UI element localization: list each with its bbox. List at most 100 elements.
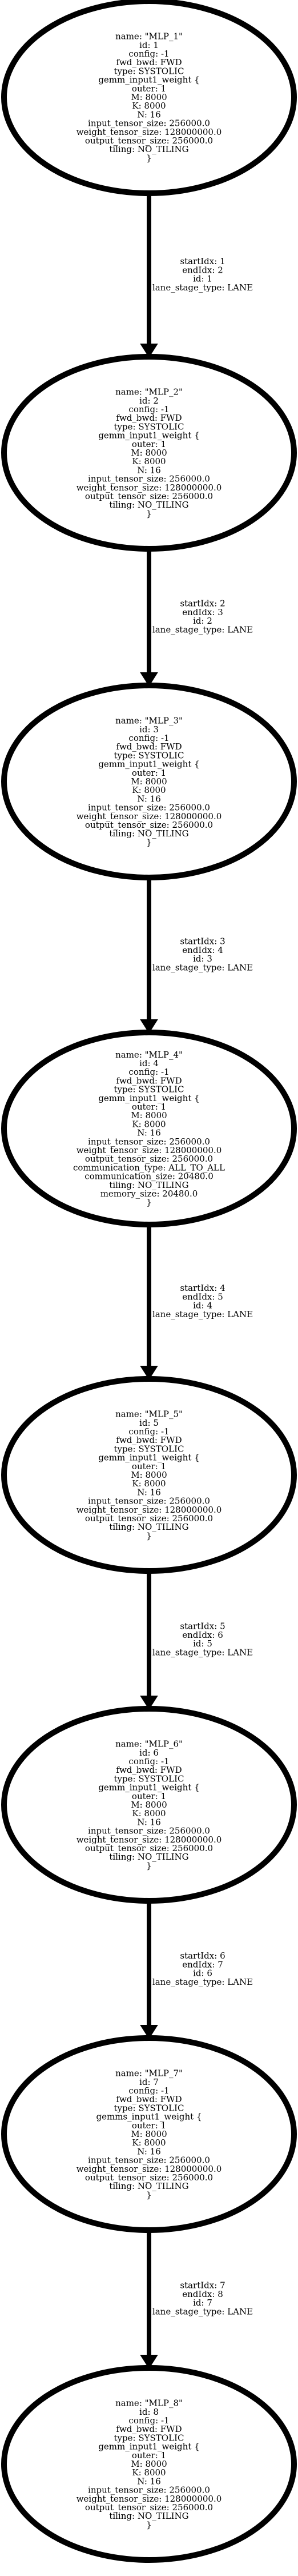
node-ellipse	[1, 354, 297, 552]
node-field-weight-tensor-size: weight_tensor_size: 128000000.0	[76, 482, 222, 493]
node-field-name: name: "MLP_1"	[115, 31, 183, 42]
node-field-fwd-bwd: fwd_bwd: FWD	[116, 57, 182, 67]
node-field-close: }	[146, 153, 152, 163]
node-field-name: name: "MLP_6"	[115, 1739, 183, 1749]
node-field-gemm-open: gemm_input1_weight {	[98, 1093, 199, 1103]
edge-label-id: id: 4	[193, 1301, 212, 1311]
node-field-input-tensor-size: input_tensor_size: 256000.0	[88, 118, 210, 129]
arrowhead-icon	[140, 2355, 158, 2369]
node-field-fwd-bwd: fwd_bwd: FWD	[116, 1765, 182, 1775]
node-field-tiling: tiling: NO_TILING	[109, 1180, 188, 1190]
node-field-k: K: 8000	[132, 785, 166, 795]
node-field-input-tensor-size: input_tensor_size: 256000.0	[88, 474, 210, 484]
node-field-n: N: 16	[137, 2476, 161, 2486]
node-field-config: config: -1	[128, 1756, 169, 1766]
arrowhead-icon	[140, 2025, 158, 2039]
edge-label-startIdx: startIdx: 6	[180, 1951, 225, 1961]
edge-label-endIdx: endIdx: 3	[182, 607, 223, 617]
node-field-name: name: "MLP_7"	[115, 2068, 183, 2079]
node-field-m: M: 8000	[131, 1800, 167, 1810]
node-ellipse	[1, 1706, 297, 1904]
node-field-type: type: SYSTOLIC	[114, 2103, 184, 2113]
node-field-weight-tensor-size: weight_tensor_size: 128000000.0	[76, 1505, 222, 1515]
node-field-fwd-bwd: fwd_bwd: FWD	[116, 1075, 182, 1086]
node-field-input-tensor-size: input_tensor_size: 256000.0	[88, 1137, 210, 1147]
node-field-gemm-open: gemms_input1_weight {	[96, 2112, 202, 2122]
node-field-id: id: 4	[139, 1058, 159, 1068]
arrowhead-icon	[140, 344, 158, 358]
edge-label-lane-stage-type: lane_stage_type: LANE	[152, 1977, 253, 1987]
node-field-type: type: SYSTOLIC	[114, 1084, 184, 1095]
node-field-weight-tensor-size: weight_tensor_size: 128000000.0	[76, 2494, 222, 2504]
node-ellipse	[1, 1030, 297, 1227]
node-field-id: id: 7	[139, 2077, 159, 2087]
node-field-n: N: 16	[137, 1128, 161, 1138]
node-field-config: config: -1	[128, 2415, 169, 2426]
edge-label-startIdx: startIdx: 5	[180, 1621, 225, 1632]
node-field-close: }	[146, 1197, 152, 1207]
node-field-gemm-open: gemm_input1_weight {	[98, 75, 199, 85]
node-field-input-tensor-size: input_tensor_size: 256000.0	[88, 803, 210, 813]
edge-label-lane-stage-type: lane_stage_type: LANE	[152, 962, 253, 972]
node-field-config: config: -1	[128, 2085, 169, 2096]
arrowhead-icon	[140, 1366, 158, 1380]
edge-label-startIdx: startIdx: 7	[180, 2280, 225, 2291]
edge-label-id: id: 7	[193, 2298, 212, 2308]
node-field-n: N: 16	[137, 2146, 161, 2156]
node-field-outer: outer: 1	[132, 83, 166, 94]
node-field-output-tensor-size: output_tensor_size: 256000.0	[85, 2172, 213, 2183]
node-field-k: K: 8000	[132, 1478, 166, 1489]
node-field-id: id: 1	[139, 40, 159, 50]
node-field-fwd-bwd: fwd_bwd: FWD	[116, 2424, 182, 2434]
edge-label-startIdx: startIdx: 1	[180, 256, 225, 266]
edge-label-lane-stage-type: lane_stage_type: LANE	[152, 1309, 253, 1319]
edge-label-lane-stage-type: lane_stage_type: LANE	[152, 624, 253, 635]
node-ellipse	[1, 0, 297, 196]
node-field-tiling: tiling: NO_TILING	[109, 1522, 188, 1532]
arrowhead-icon	[140, 672, 158, 687]
node-field-fwd-bwd: fwd_bwd: FWD	[116, 741, 182, 752]
node-ellipse	[1, 1376, 297, 1574]
node-field-id: id: 3	[139, 724, 159, 735]
node-field-id: id: 6	[139, 1748, 159, 1758]
node-field-close: }	[146, 1860, 152, 1871]
edge-label-startIdx: startIdx: 3	[180, 936, 225, 947]
node-field-gemm-open: gemm_input1_weight {	[98, 430, 199, 441]
edge-label-lane-stage-type: lane_stage_type: LANE	[152, 2306, 253, 2316]
node-field-id: id: 2	[139, 396, 159, 406]
node-field-k: K: 8000	[132, 456, 166, 466]
edge-label-id: id: 3	[193, 954, 212, 964]
node-field-n: N: 16	[137, 1817, 161, 1827]
node-field-close: }	[146, 837, 152, 847]
node-field-name: name: "MLP_5"	[115, 1409, 183, 1419]
node-field-close: }	[146, 2519, 152, 2530]
node-field-output-tensor-size: output_tensor_size: 256000.0	[85, 1154, 213, 1164]
node-field-config: config: -1	[128, 733, 169, 743]
node-field-weight-tensor-size: weight_tensor_size: 128000000.0	[76, 2164, 222, 2174]
node-field-n: N: 16	[137, 1487, 161, 1497]
arrowhead-icon	[140, 1019, 158, 1034]
node-field-communication-type: communication_type: ALL_TO_ALL	[73, 1162, 225, 1173]
node-field-output-tensor-size: output_tensor_size: 256000.0	[85, 1843, 213, 1853]
node-field-type: type: SYSTOLIC	[114, 421, 184, 432]
node-field-gemm-open: gemm_input1_weight {	[98, 2442, 199, 2452]
node-field-n: N: 16	[137, 109, 161, 119]
node-field-type: type: SYSTOLIC	[114, 750, 184, 760]
node-field-tiling: tiling: NO_TILING	[109, 828, 188, 839]
node-field-tiling: tiling: NO_TILING	[109, 1852, 188, 1862]
node-field-output-tensor-size: output_tensor_size: 256000.0	[85, 135, 213, 146]
node-field-n: N: 16	[137, 465, 161, 475]
node-field-m: M: 8000	[131, 1470, 167, 1480]
node-field-output-tensor-size: output_tensor_size: 256000.0	[85, 1513, 213, 1524]
node-field-id: id: 8	[139, 2407, 159, 2417]
node-field-m: M: 8000	[131, 2459, 167, 2469]
node-field-outer: outer: 1	[132, 2120, 166, 2131]
